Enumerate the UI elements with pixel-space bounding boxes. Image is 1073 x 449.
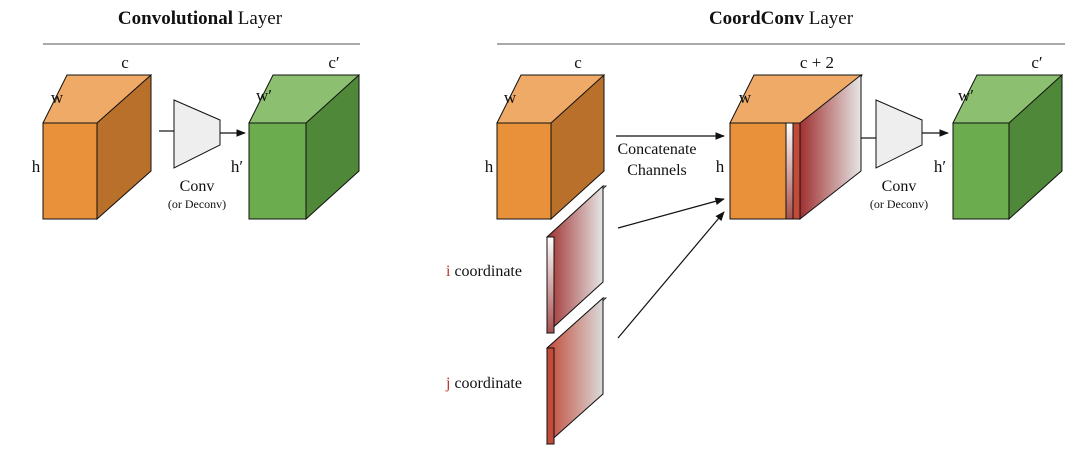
cube-front-face [42, 122, 98, 220]
left-output-height-label: h′ [231, 157, 243, 176]
concat-width-label: w [739, 88, 752, 107]
right-input-height-label: h [485, 157, 494, 176]
left-output-tensor-cube [248, 73, 360, 221]
j-coordinate-letter: j [445, 375, 450, 392]
concatenate-label-line2: Channels [627, 162, 687, 179]
cube-front-face [248, 122, 307, 220]
left-output-channels-label: c′ [328, 53, 339, 72]
j-coordinate-suffix: coordinate [450, 375, 522, 392]
cube-front-face [496, 122, 552, 220]
right-input-tensor-cube [496, 73, 605, 221]
left-input-height-label: h [32, 157, 41, 176]
right-output-width-label: w′ [958, 86, 974, 105]
left-panel-title: Convolutional Layer [118, 8, 283, 29]
cube-front-face [952, 122, 1010, 220]
concat-arrow-j [617, 211, 725, 339]
concat-arrow-i [617, 197, 725, 229]
right-input-channels-label: c [574, 53, 582, 72]
left-conv-trapezoid [173, 99, 221, 169]
left-title-bold: Convolutional [118, 8, 233, 29]
right-input-width-label: w [504, 88, 517, 107]
left-conv-sublabel: (or Deconv) [168, 197, 226, 211]
right-output-height-label: h′ [934, 157, 946, 176]
left-output-width-label: w′ [256, 86, 272, 105]
j-coordinate-label: j coordinate [445, 375, 522, 392]
concatenated-tensor-cube [729, 73, 863, 221]
right-output-channels-label: c′ [1031, 53, 1042, 72]
i-coordinate-label: i coordinate [446, 263, 522, 280]
left-input-width-label: w [51, 88, 64, 107]
cube-front-face [729, 122, 787, 220]
i-coordinate-letter: i [446, 263, 451, 280]
i-coordinate-suffix: coordinate [450, 263, 522, 280]
concat-channels-label: c + 2 [800, 53, 834, 72]
concatenate-label-line1: Concatenate [617, 141, 696, 158]
concat-height-label: h [716, 157, 725, 176]
right-output-tensor-cube [952, 73, 1063, 221]
right-conv-sublabel: (or Deconv) [870, 197, 928, 211]
j-channel-slice [792, 122, 801, 220]
left-input-channels-label: c [121, 53, 129, 72]
left-conv-label: Conv [180, 178, 215, 195]
left-title-rest: Layer [233, 8, 283, 29]
j-coordinate-channel [545, 296, 608, 446]
i-channel-slice [785, 122, 794, 220]
i-coordinate-channel [545, 184, 608, 335]
channel-front-face [546, 236, 555, 334]
channel-front-face [546, 347, 555, 445]
right-conv-label: Conv [882, 178, 917, 195]
right-title-rest: Layer [804, 8, 854, 29]
left-input-tensor-cube [42, 73, 152, 221]
right-panel-title: CoordConv Layer [709, 8, 854, 29]
right-conv-trapezoid [875, 99, 923, 169]
right-title-bold: CoordConv [709, 8, 805, 29]
